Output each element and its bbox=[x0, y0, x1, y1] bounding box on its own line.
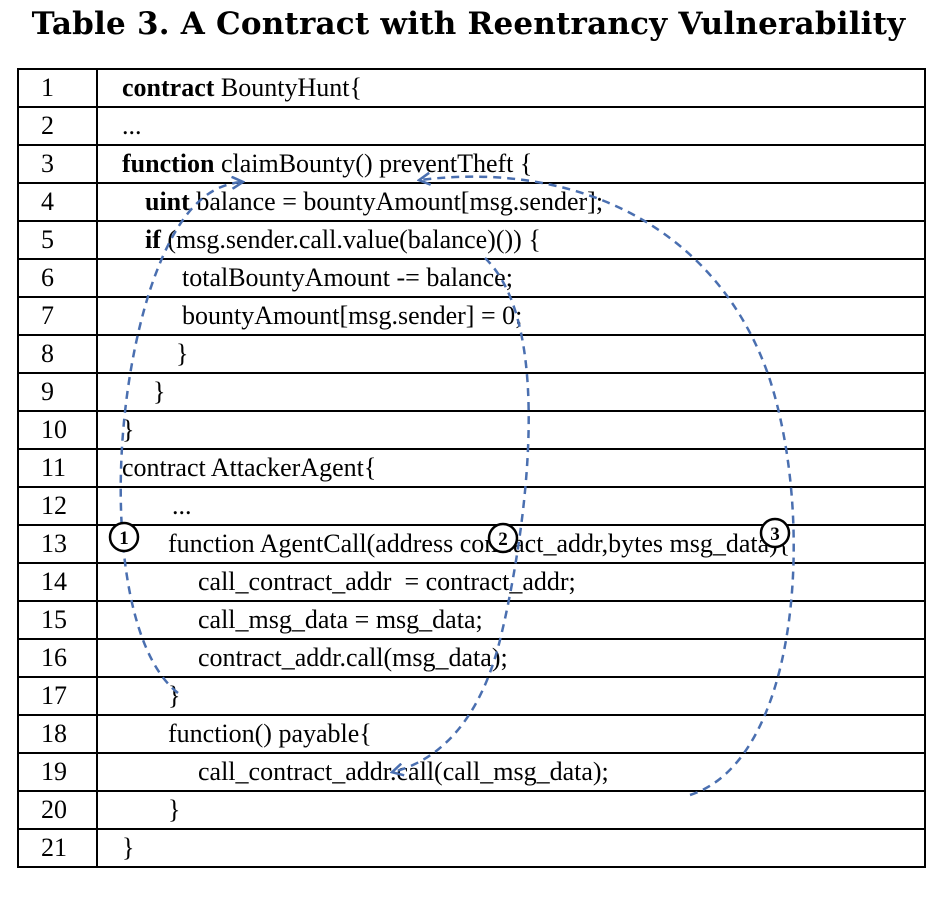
table-row: 12... bbox=[17, 486, 926, 526]
code-line: function claimBounty() preventTheft { bbox=[96, 144, 926, 184]
table-row: 8} bbox=[17, 334, 926, 374]
code-line: if (msg.sender.call.value(balance)()) { bbox=[96, 220, 926, 260]
table-row: 17} bbox=[17, 676, 926, 716]
table-row: 13 function AgentCall(address contract_ad… bbox=[17, 524, 926, 564]
code-line: } bbox=[96, 676, 926, 716]
line-number: 12 bbox=[17, 486, 98, 526]
code-line: contract AttackerAgent{ bbox=[96, 448, 926, 488]
table-row: 20} bbox=[17, 790, 926, 830]
line-number: 3 bbox=[17, 144, 98, 184]
code-text: BountyHunt{ bbox=[214, 73, 362, 102]
code-text: function AgentCall(address contract_addr… bbox=[168, 529, 791, 558]
code-text: call_msg_data = msg_data; bbox=[198, 605, 483, 634]
line-number: 14 bbox=[17, 562, 98, 602]
line-number: 10 bbox=[17, 410, 98, 450]
line-number: 5 bbox=[17, 220, 98, 260]
line-number: 7 bbox=[17, 296, 98, 336]
code-text: ... bbox=[172, 491, 192, 520]
table-row: 6 totalBountyAmount -= balance; bbox=[17, 258, 926, 298]
code-text: } bbox=[153, 377, 166, 406]
line-number: 1 bbox=[17, 68, 98, 108]
table-caption: Table 3. A Contract with Reentrancy Vuln… bbox=[31, 6, 906, 42]
code-line: totalBountyAmount -= balance; bbox=[96, 258, 926, 298]
line-number: 16 bbox=[17, 638, 98, 678]
table-row: 7 bountyAmount[msg.sender] = 0; bbox=[17, 296, 926, 336]
code-line: call_msg_data = msg_data; bbox=[96, 600, 926, 640]
code-text: } bbox=[168, 681, 181, 710]
code-text: totalBountyAmount -= balance; bbox=[182, 263, 513, 292]
line-number: 20 bbox=[17, 790, 98, 830]
table-row: 11 contract AttackerAgent{ bbox=[17, 448, 926, 488]
code-text: (msg.sender.call.value(balance)()) { bbox=[160, 225, 541, 254]
code-line: } bbox=[96, 372, 926, 412]
code-line: uint balance = bountyAmount[msg.sender]; bbox=[96, 182, 926, 222]
code-text: ... bbox=[122, 111, 142, 140]
code-line: contract BountyHunt{ bbox=[96, 68, 926, 108]
line-number: 9 bbox=[17, 372, 98, 412]
code-text: call_contract_addr = contract_addr; bbox=[198, 567, 576, 596]
line-number: 18 bbox=[17, 714, 98, 754]
code-line: call_contract_addr.call(call_msg_data); bbox=[96, 752, 926, 792]
code-text: contract_addr.call(msg_data); bbox=[198, 643, 508, 672]
line-number: 11 bbox=[17, 448, 98, 488]
code-line: function AgentCall(address contract_addr… bbox=[96, 524, 926, 564]
table-row: 2... bbox=[17, 106, 926, 146]
line-number: 8 bbox=[17, 334, 98, 374]
line-number: 4 bbox=[17, 182, 98, 222]
line-number: 13 bbox=[17, 524, 98, 564]
table-row: 16 contract_addr.call(msg_data); bbox=[17, 638, 926, 678]
table-row: 19 call_contract_addr.call(call_msg_data)… bbox=[17, 752, 926, 792]
code-line: contract_addr.call(msg_data); bbox=[96, 638, 926, 678]
table-row: 14 call_contract_addr = contract_addr; bbox=[17, 562, 926, 602]
code-text: } bbox=[122, 415, 135, 444]
code-line: function() payable{ bbox=[96, 714, 926, 754]
code-text: contract AttackerAgent{ bbox=[122, 453, 377, 482]
code-line: } bbox=[96, 410, 926, 450]
code-keyword: contract bbox=[122, 73, 215, 102]
table-row: 9} bbox=[17, 372, 926, 412]
table-row: 15 call_msg_data = msg_data; bbox=[17, 600, 926, 640]
code-text: } bbox=[176, 339, 189, 368]
code-text: } bbox=[122, 833, 135, 862]
line-number: 19 bbox=[17, 752, 98, 792]
code-text: function() payable{ bbox=[168, 719, 372, 748]
line-number: 21 bbox=[17, 828, 98, 868]
code-keyword: uint bbox=[145, 187, 190, 216]
table-row: 18 function() payable{ bbox=[17, 714, 926, 754]
table-row: 10} bbox=[17, 410, 926, 450]
code-line: ... bbox=[96, 486, 926, 526]
line-number: 6 bbox=[17, 258, 98, 298]
code-line: } bbox=[96, 334, 926, 374]
code-keyword: if bbox=[145, 225, 161, 254]
code-text: balance = bountyAmount[msg.sender]; bbox=[189, 187, 604, 216]
code-text: claimBounty() preventTheft { bbox=[214, 149, 533, 178]
code-line: bountyAmount[msg.sender] = 0; bbox=[96, 296, 926, 336]
code-line: call_contract_addr = contract_addr; bbox=[96, 562, 926, 602]
code-line: ... bbox=[96, 106, 926, 146]
code-line: } bbox=[96, 790, 926, 830]
line-number: 2 bbox=[17, 106, 98, 146]
code-text: bountyAmount[msg.sender] = 0; bbox=[182, 301, 523, 330]
line-number: 17 bbox=[17, 676, 98, 716]
line-number: 15 bbox=[17, 600, 98, 640]
table-row: 21} bbox=[17, 828, 926, 868]
code-keyword: function bbox=[122, 149, 215, 178]
code-line: } bbox=[96, 828, 926, 868]
code-text: } bbox=[168, 795, 181, 824]
code-text: call_contract_addr.call(call_msg_data); bbox=[198, 757, 609, 786]
